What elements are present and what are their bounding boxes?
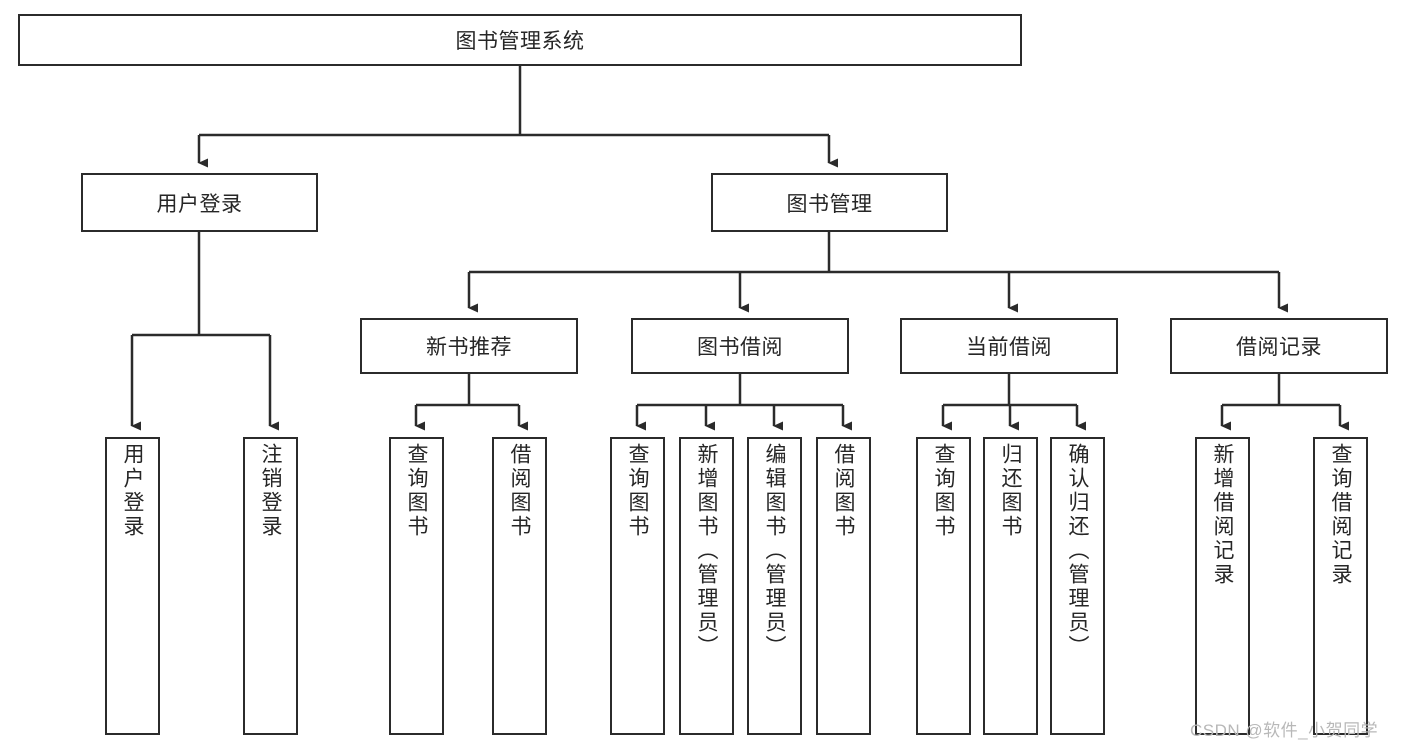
node-label: 注销登录 bbox=[259, 443, 282, 539]
node-label: 查询图书 bbox=[405, 443, 428, 539]
leaf-book-borrow-borrow-book[interactable]: 借阅图书 bbox=[816, 437, 871, 735]
node-label: 借阅图书 bbox=[832, 443, 855, 539]
node-label: 当前借阅 bbox=[966, 336, 1052, 359]
node-current-borrow[interactable]: 当前借阅 bbox=[900, 318, 1118, 374]
leaf-book-borrow-query-book[interactable]: 查询图书 bbox=[610, 437, 665, 735]
node-label: 新增图书（管理员） bbox=[695, 443, 718, 659]
node-label: 查询借阅记录 bbox=[1329, 443, 1352, 587]
leaf-borrow-record-query-record[interactable]: 查询借阅记录 bbox=[1313, 437, 1368, 735]
node-label: 借阅记录 bbox=[1236, 336, 1322, 359]
node-label: 用户登录 bbox=[121, 443, 144, 539]
node-label: 新增借阅记录 bbox=[1211, 443, 1234, 587]
node-label: 新书推荐 bbox=[426, 336, 512, 359]
node-label: 图书管理系统 bbox=[455, 30, 585, 53]
leaf-user-login-logout[interactable]: 注销登录 bbox=[243, 437, 298, 735]
node-borrow-record[interactable]: 借阅记录 bbox=[1170, 318, 1388, 374]
node-root-book-management-system[interactable]: 图书管理系统 bbox=[18, 14, 1022, 66]
leaf-user-login-login[interactable]: 用户登录 bbox=[105, 437, 160, 735]
node-label: 查询图书 bbox=[932, 443, 955, 539]
node-label: 编辑图书（管理员） bbox=[763, 443, 786, 659]
leaf-new-book-borrow-book[interactable]: 借阅图书 bbox=[492, 437, 547, 735]
node-book-management[interactable]: 图书管理 bbox=[711, 173, 948, 232]
node-label: 用户登录 bbox=[156, 192, 243, 216]
node-user-login[interactable]: 用户登录 bbox=[81, 173, 318, 232]
node-label: 归还图书 bbox=[999, 443, 1022, 539]
leaf-borrow-record-add-record[interactable]: 新增借阅记录 bbox=[1195, 437, 1250, 735]
node-label: 图书借阅 bbox=[697, 336, 783, 359]
leaf-book-borrow-edit-book-admin[interactable]: 编辑图书（管理员） bbox=[747, 437, 802, 735]
leaf-new-book-query-book[interactable]: 查询图书 bbox=[389, 437, 444, 735]
leaf-book-borrow-add-book-admin[interactable]: 新增图书（管理员） bbox=[679, 437, 734, 735]
leaf-current-borrow-confirm-return-admin[interactable]: 确认归还（管理员） bbox=[1050, 437, 1105, 735]
node-label: 确认归还（管理员） bbox=[1066, 443, 1089, 659]
node-label: 借阅图书 bbox=[508, 443, 531, 539]
node-label: 图书管理 bbox=[786, 192, 873, 216]
node-label: 查询图书 bbox=[626, 443, 649, 539]
node-new-book-recommend[interactable]: 新书推荐 bbox=[360, 318, 578, 374]
leaf-current-borrow-query-book[interactable]: 查询图书 bbox=[916, 437, 971, 735]
leaf-current-borrow-return-book[interactable]: 归还图书 bbox=[983, 437, 1038, 735]
node-book-borrow[interactable]: 图书借阅 bbox=[631, 318, 849, 374]
csdn-watermark: CSDN @软件_小贺同学 bbox=[1190, 721, 1379, 740]
